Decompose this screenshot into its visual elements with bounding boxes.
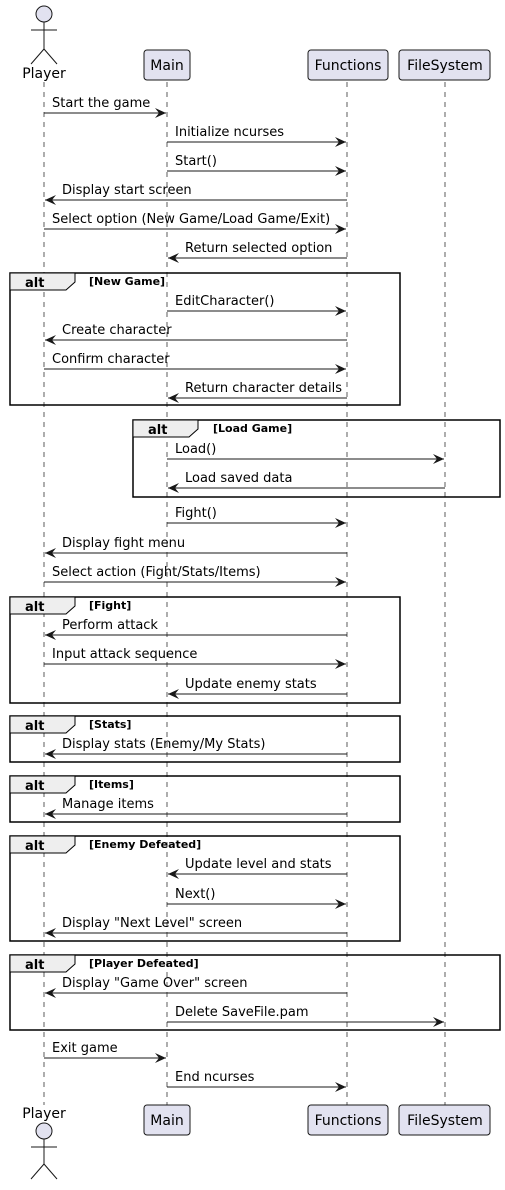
participant-main-label-bottom: Main — [150, 1113, 183, 1129]
message-labels: Start the game Initialize ncurses Start(… — [52, 96, 342, 1085]
participant-functions-box — [307, 49, 389, 81]
frame-condition: [Enemy Defeated] — [89, 838, 201, 851]
message-label: Update enemy stats — [185, 677, 317, 692]
participant-player-bottom — [30, 1122, 58, 1180]
frame-keyword: alt — [25, 719, 44, 734]
participant-main-label: Main — [150, 58, 183, 74]
frame-keyword: alt — [148, 423, 167, 438]
frame-condition: [Fight] — [89, 599, 131, 612]
message-label: End ncurses — [175, 1070, 255, 1085]
participant-functions-label: Functions — [315, 58, 382, 74]
alt-frame-fight: alt [Fight] — [9, 596, 401, 704]
participant-player-top — [30, 5, 58, 65]
participant-main-box — [143, 49, 191, 81]
participant-functions-label-bottom: Functions — [315, 1113, 382, 1129]
message-label: Start() — [175, 154, 217, 169]
message-label: Return selected option — [185, 241, 332, 256]
frame-keyword: alt — [25, 958, 44, 973]
participant-filesystem-label-bottom: FileSystem — [407, 1113, 483, 1129]
message-label: Update level and stats — [185, 857, 332, 872]
lifelines — [43, 82, 446, 1105]
message-label: Perform attack — [62, 618, 158, 633]
participant-filesystem-box — [398, 49, 491, 81]
message-label: Delete SaveFile.pam — [175, 1005, 309, 1020]
message-label: Select option (New Game/Load Game/Exit) — [52, 212, 330, 227]
message-label: EditCharacter() — [175, 294, 275, 309]
participant-functions-box-bottom — [307, 1104, 389, 1136]
alt-frame-items: alt [Items] — [9, 775, 401, 823]
frame-keyword: alt — [25, 276, 44, 291]
message-label: Input attack sequence — [52, 647, 197, 662]
participant-player-label-bottom: Player — [22, 1106, 66, 1122]
message-label: Confirm character — [52, 352, 170, 367]
messages — [44, 108, 445, 1092]
participant-filesystem-box-bottom — [398, 1104, 491, 1136]
message-label: Initialize ncurses — [175, 125, 284, 140]
message-label: Manage items — [62, 797, 154, 812]
message-label: Load() — [175, 442, 216, 457]
frame-keyword: alt — [25, 839, 44, 854]
actor-icon — [35, 5, 53, 23]
alt-frame-stats: alt [Stats] — [9, 715, 401, 763]
participant-filesystem-label: FileSystem — [407, 58, 483, 74]
frame-condition: [New Game] — [89, 275, 165, 288]
alt-frame-enemy-defeated: alt [Enemy Defeated] — [9, 835, 401, 942]
alt-frame-load-game: alt [Load Game] — [132, 419, 501, 498]
message-label: Fight() — [175, 506, 217, 521]
frame-condition: [Player Defeated] — [89, 957, 199, 970]
message-label: Return character details — [185, 381, 342, 396]
alt-frame-player-defeated: alt [Player Defeated] — [9, 954, 501, 1031]
message-label: Display fight menu — [62, 536, 185, 551]
actor-icon — [35, 1122, 53, 1140]
participant-player-label: Player — [22, 66, 66, 82]
message-label: Start the game — [52, 96, 150, 111]
message-label: Load saved data — [185, 471, 292, 486]
message-label: Display "Game Over" screen — [62, 976, 247, 991]
frame-condition: [Items] — [89, 778, 134, 791]
participant-main-box-bottom — [143, 1104, 191, 1136]
message-label: Select action (Fight/Stats/Items) — [52, 565, 261, 580]
alt-frame-new-game: alt [New Game] — [9, 272, 401, 406]
frame-keyword: alt — [25, 600, 44, 615]
message-label: Display "Next Level" screen — [62, 916, 242, 931]
message-label: Exit game — [52, 1041, 118, 1056]
frame-condition: [Load Game] — [213, 422, 292, 435]
message-label: Display stats (Enemy/My Stats) — [62, 737, 265, 752]
message-label: Display start screen — [62, 183, 192, 198]
frame-condition: [Stats] — [89, 718, 131, 731]
message-label: Create character — [62, 323, 172, 338]
frame-keyword: alt — [25, 779, 44, 794]
message-label: Next() — [175, 887, 215, 902]
